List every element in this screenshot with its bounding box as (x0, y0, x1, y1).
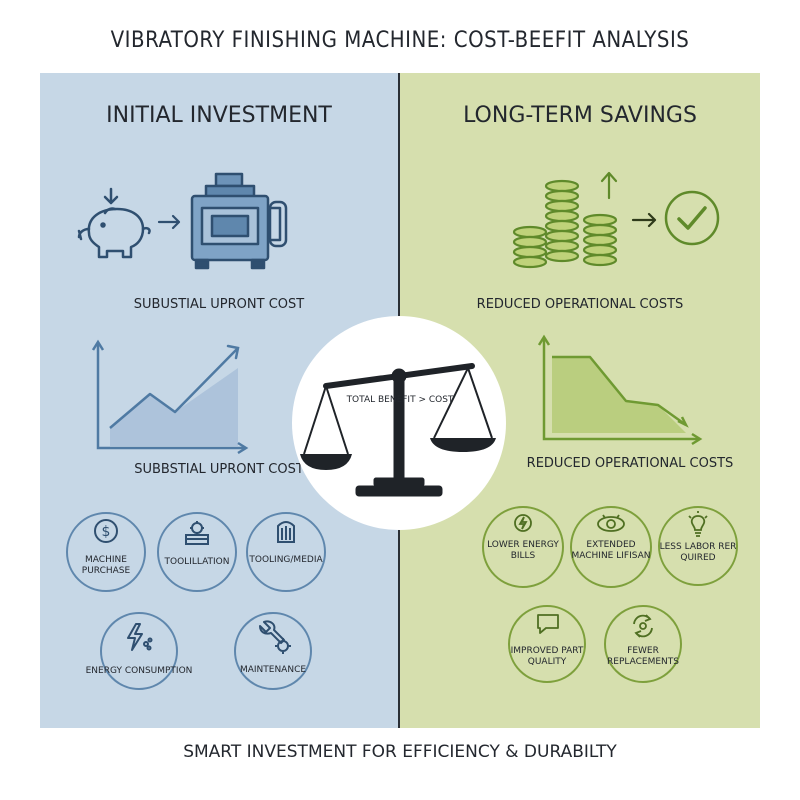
arrow-right-icon (157, 214, 181, 230)
tooling-media-circle (246, 512, 326, 592)
lightning-icon (127, 623, 153, 651)
installation-label: TOOLILLATION (164, 557, 230, 567)
fewer-replacements-circle (604, 605, 682, 683)
total-benefit-label: TOTAL BENEFIT > COST (346, 395, 454, 405)
dollar-icon: $ (94, 519, 118, 543)
arrow-right-icon (631, 212, 657, 228)
maintenance-circle (234, 612, 312, 690)
machine-purchase-circle (66, 512, 146, 592)
maintenance-label: MAINTENANCE (239, 665, 307, 675)
right-caption-top: REDUCED OPERATIONAL COSTS (476, 297, 684, 312)
lower-energy-bills-circle (482, 506, 564, 588)
energy-icon (514, 514, 532, 532)
declining-cost-chart-icon (537, 334, 703, 446)
extended-machine-life-label: EXTENDED MACHINE LIFISAN (571, 540, 651, 561)
media-icon (277, 521, 295, 543)
speech-bubble-icon (537, 614, 559, 634)
installation-icon (185, 521, 209, 545)
energy-consumption-circle (100, 612, 178, 690)
footer-tagline: SMART INVESTMENT FOR EFFICIENCY & DURABI… (183, 742, 617, 762)
page-title: VIBRATORY FINISHING MACHINE: COST-BEEFIT… (110, 28, 690, 53)
checkmark-icon (664, 190, 720, 246)
less-labor-circle (658, 506, 738, 586)
left-caption-chart: SUBBSTIAL UPRONT COST (134, 462, 304, 477)
lower-energy-bills-label: LOWER ENERGY BILLS (487, 540, 559, 561)
fewer-replacements-label: FEWER REPLACEMENTS (607, 646, 679, 667)
left-caption-top: SUBUSTIAL UPRONT COST (133, 297, 305, 312)
wrench-gear-icon (259, 620, 291, 654)
installation-circle (157, 512, 237, 592)
finishing-machine-icon (190, 172, 288, 270)
balance-scale-icon (300, 363, 496, 497)
tooling-media-label: TOOLING/MEDIA (249, 555, 323, 565)
machine-life-icon (597, 514, 625, 532)
refresh-gear-icon (633, 614, 653, 638)
less-labor-label: LESS LABOR RER QUIRED (659, 542, 737, 563)
long-term-savings-heading: LONG-TERM SAVINGS (463, 103, 697, 128)
rising-cost-chart-icon (91, 339, 249, 455)
piggy-bank-icon (77, 187, 151, 259)
lightbulb-icon (688, 511, 708, 537)
arrow-up-icon (600, 171, 618, 200)
extended-machine-life-circle (570, 506, 652, 588)
right-caption-chart: REDUCED OPERATIONAL COSTS (526, 456, 734, 471)
svg-text:$: $ (102, 524, 111, 540)
improved-part-quality-label: IMPROVED PART QUALITY (510, 646, 584, 667)
energy-consumption-label: ENERGY CONSUMPTION (85, 666, 193, 676)
initial-investment-heading: INITIAL INVESTMENT (106, 103, 332, 128)
machine-purchase-label: MACHINE PURCHASE (81, 555, 131, 576)
coin-stacks-icon (512, 179, 618, 269)
improved-part-quality-circle (508, 605, 586, 683)
